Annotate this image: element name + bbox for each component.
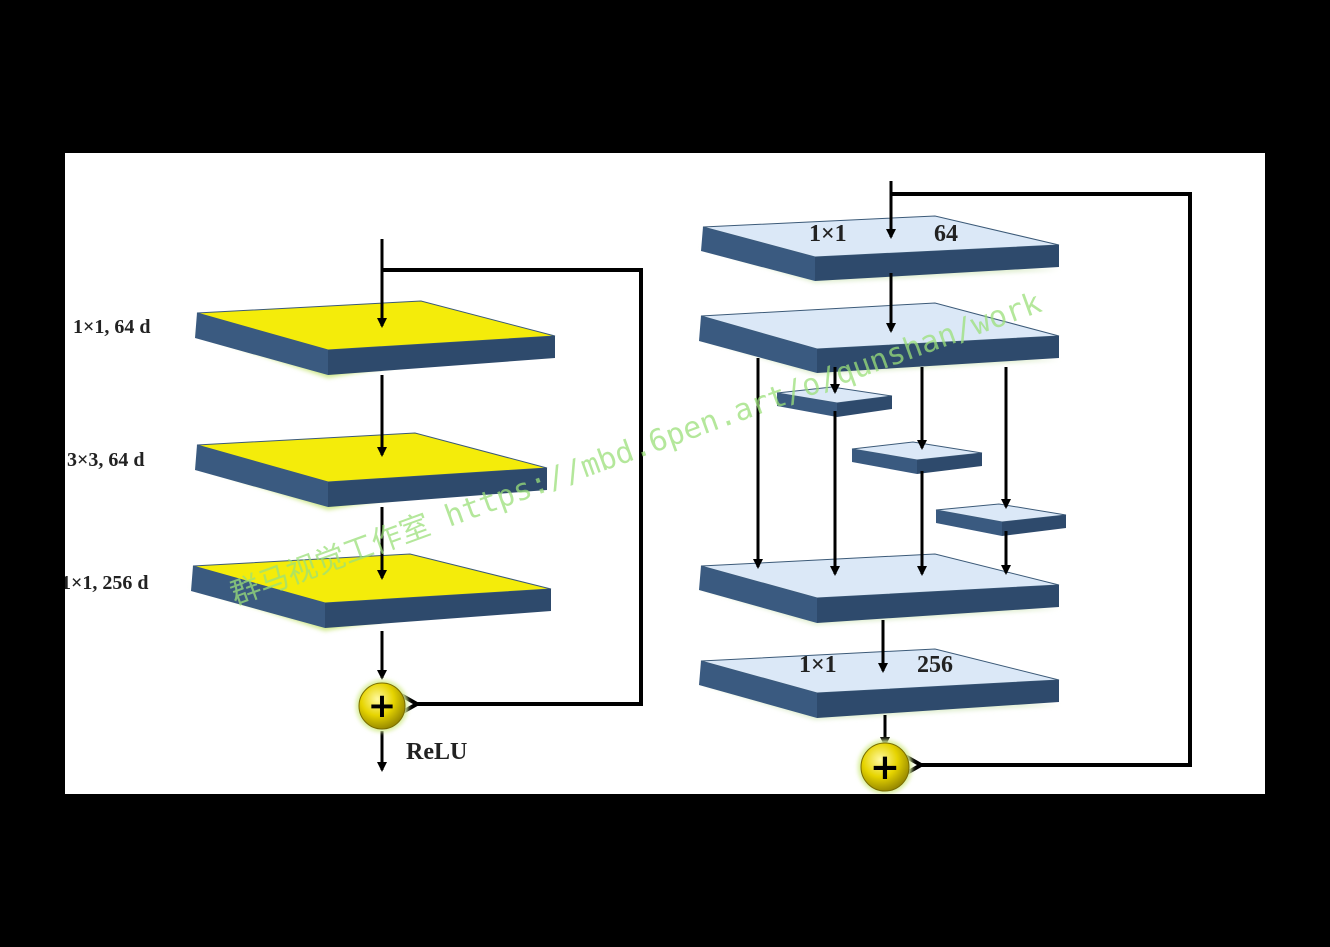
- left-layer-2-label: 3×3, 64 d: [67, 449, 145, 471]
- left-bottleneck-block: 1×1, 64 d 3×3, 64 d 1×1, 256 d: [65, 239, 643, 772]
- relu-label: ReLU: [406, 739, 467, 765]
- resnet-block-diagram: 1×1, 64 d 3×3, 64 d 1×1, 256 d: [65, 181, 1192, 794]
- right-adder-symbol: +: [870, 747, 900, 788]
- right-sub-layer-2: [851, 441, 983, 474]
- right-top-kernel: 1×1: [809, 221, 847, 247]
- right-merge-layer: [699, 553, 1060, 625]
- left-layer-2: [195, 432, 548, 510]
- right-bottom-channels: 256: [917, 652, 953, 678]
- right-bottom-kernel: 1×1: [799, 652, 837, 678]
- left-adder-symbol: +: [368, 686, 397, 726]
- right-res2net-block: 1×1 64: [699, 181, 1192, 794]
- right-sub-layer-3: [935, 503, 1067, 536]
- right-top-layer: [701, 215, 1060, 283]
- right-bottom-layer: [699, 648, 1060, 720]
- left-layer-1-label: 1×1, 64 d: [73, 316, 151, 338]
- left-layer-1: [195, 300, 556, 378]
- diagram-canvas: 1×1, 64 d 3×3, 64 d 1×1, 256 d: [65, 153, 1265, 794]
- left-layer-3: [191, 553, 552, 631]
- left-adder: +: [356, 680, 408, 732]
- right-adder: +: [858, 740, 912, 794]
- right-top-channels: 64: [934, 221, 958, 247]
- left-layer-3-label: 1×1, 256 d: [65, 572, 149, 594]
- right-sub-layer-1: [776, 386, 893, 417]
- right-split-layer: [699, 302, 1060, 375]
